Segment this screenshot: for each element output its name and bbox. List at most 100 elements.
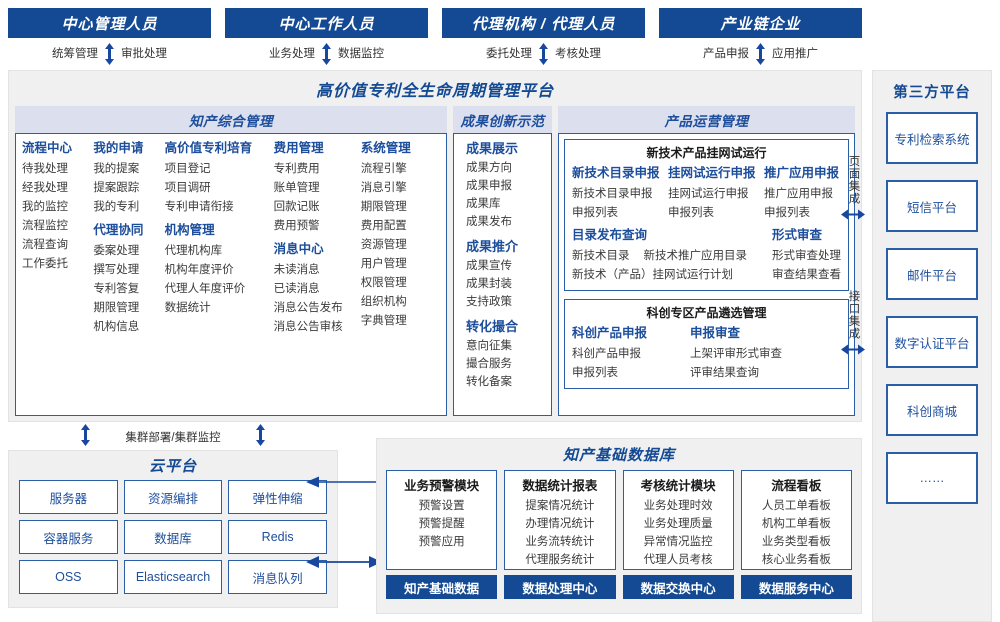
menu-item[interactable]: 流程引擎 bbox=[360, 163, 407, 175]
menu-item[interactable]: 提案跟踪 bbox=[93, 182, 140, 194]
kdb-item[interactable]: 预警设置 bbox=[418, 500, 465, 512]
kdb-item[interactable]: 办理情况统计 bbox=[525, 518, 595, 530]
menu-item[interactable]: 项目登记 bbox=[164, 163, 211, 175]
third-party-item-6[interactable]: …… bbox=[886, 452, 978, 504]
menu-item[interactable]: 我的监控 bbox=[22, 201, 68, 213]
menu-item[interactable]: 委案处理 bbox=[93, 245, 140, 257]
kdb-item[interactable]: 代理服务统计 bbox=[525, 554, 595, 566]
menu-item[interactable]: 申报列表 bbox=[572, 367, 618, 379]
menu-item[interactable]: 申报列表 bbox=[668, 207, 714, 219]
menu-item[interactable]: 成果封装 bbox=[466, 278, 512, 290]
kdb-item[interactable]: 人员工单看板 bbox=[761, 500, 831, 512]
kdb-footer[interactable]: 数据处理中心 bbox=[504, 575, 616, 599]
menu-item[interactable]: 新技术推广应用目录 bbox=[643, 250, 748, 262]
menu-item[interactable]: 专利申请衔接 bbox=[164, 201, 234, 213]
menu-item[interactable]: 成果发布 bbox=[466, 216, 512, 228]
third-party-item-5[interactable]: 科创商城 bbox=[886, 384, 978, 436]
cloud-cell-7[interactable]: OSS bbox=[19, 560, 118, 594]
menu-item[interactable]: 用户管理 bbox=[360, 258, 407, 270]
menu-item[interactable]: 待我处理 bbox=[22, 163, 68, 175]
kdb-item[interactable]: 核心业务看板 bbox=[761, 554, 831, 566]
cloud-cell-8[interactable]: Elasticsearch bbox=[123, 560, 223, 594]
menu-item[interactable]: 组织机构 bbox=[360, 296, 407, 308]
menu-item[interactable]: 我的提案 bbox=[93, 163, 140, 175]
menu-item[interactable]: 代理人年度评价 bbox=[164, 283, 246, 295]
kdb-item[interactable]: 业务流转统计 bbox=[525, 536, 595, 548]
menu-item[interactable]: 机构年度评价 bbox=[164, 264, 234, 276]
cloud-cell-1[interactable]: 服务器 bbox=[19, 480, 118, 514]
menu-item[interactable]: 转化备案 bbox=[466, 376, 512, 388]
menu-item[interactable]: 已读消息 bbox=[273, 283, 320, 295]
kdb-item[interactable]: 提案情况统计 bbox=[525, 500, 595, 512]
menu-item[interactable]: 消息引擎 bbox=[360, 182, 407, 194]
kdb-item[interactable]: 机构工单看板 bbox=[761, 518, 831, 530]
menu-item[interactable]: 成果宣传 bbox=[466, 260, 512, 272]
menu-item[interactable]: 审查结果查看 bbox=[772, 269, 841, 281]
menu-item[interactable]: 代理机构库 bbox=[164, 245, 223, 257]
cloud-cell-5[interactable]: 数据库 bbox=[123, 520, 223, 554]
kdb-item[interactable]: 业务类型看板 bbox=[761, 536, 831, 548]
menu-item[interactable]: 资源管理 bbox=[360, 239, 407, 251]
menu-item[interactable]: 撰写处理 bbox=[93, 264, 140, 276]
menu-item[interactable]: 费用配置 bbox=[360, 220, 407, 232]
menu-item[interactable]: 工作委托 bbox=[22, 258, 68, 270]
zhichan-column-5: 系统管理流程引擎消息引擎期限管理费用配置资源管理用户管理权限管理组织机构字典管理 bbox=[361, 140, 440, 337]
menu-item[interactable]: 消息公告发布 bbox=[273, 302, 343, 314]
menu-item[interactable]: 费用预警 bbox=[273, 220, 320, 232]
menu-item[interactable]: 上架评审形式审查 bbox=[690, 348, 782, 360]
menu-item[interactable]: 成果方向 bbox=[466, 162, 512, 174]
section-chanpin: 产品运营管理 新技术产品挂网试运行 新技术目录申报新技术目录申报申报列表挂网试运… bbox=[558, 106, 855, 416]
menu-item[interactable]: 消息公告审核 bbox=[273, 321, 343, 333]
menu-item[interactable]: 账单管理 bbox=[273, 182, 320, 194]
menu-item[interactable]: 支持政策 bbox=[466, 296, 512, 308]
menu-item[interactable]: 新技术（产品）挂网试运行计划 bbox=[572, 269, 733, 281]
menu-item[interactable]: 新技术目录 bbox=[572, 250, 630, 262]
menu-item[interactable]: 数据统计 bbox=[164, 302, 211, 314]
kdb-footer[interactable]: 知产基础数据 bbox=[386, 575, 498, 599]
menu-item[interactable]: 机构信息 bbox=[93, 321, 140, 333]
cloud-cell-6[interactable]: Redis bbox=[228, 520, 327, 554]
kdb-item[interactable]: 预警提醒 bbox=[418, 518, 465, 530]
menu-item[interactable]: 形式审查处理 bbox=[772, 250, 841, 262]
menu-item[interactable]: 撮合服务 bbox=[466, 358, 512, 370]
third-party-item-2[interactable]: 短信平台 bbox=[886, 180, 978, 232]
menu-item[interactable]: 成果库 bbox=[466, 198, 501, 210]
cloud-cell-9[interactable]: 消息队列 bbox=[228, 560, 327, 594]
kdb-item[interactable]: 异常情况监控 bbox=[643, 536, 713, 548]
menu-item[interactable]: 经我处理 bbox=[22, 182, 68, 194]
menu-item[interactable]: 未读消息 bbox=[273, 264, 320, 276]
menu-item[interactable]: 我的专利 bbox=[93, 201, 140, 213]
menu-item[interactable]: 项目调研 bbox=[164, 182, 211, 194]
menu-item[interactable]: 期限管理 bbox=[360, 201, 407, 213]
cloud-cell-2[interactable]: 资源编排 bbox=[123, 480, 223, 514]
menu-item[interactable]: 评审结果查询 bbox=[690, 367, 759, 379]
third-party-item-3[interactable]: 邮件平台 bbox=[886, 248, 978, 300]
kdb-footer[interactable]: 数据交换中心 bbox=[622, 575, 734, 599]
cloud-cell-4[interactable]: 容器服务 bbox=[19, 520, 118, 554]
menu-item[interactable]: 意向征集 bbox=[466, 340, 512, 352]
group-title: 目录发布查询 bbox=[572, 228, 648, 242]
menu-item[interactable]: 专利费用 bbox=[273, 163, 320, 175]
menu-item[interactable]: 申报列表 bbox=[572, 207, 618, 219]
menu-item[interactable]: 回款记账 bbox=[273, 201, 320, 213]
menu-item[interactable]: 流程监控 bbox=[22, 220, 68, 232]
menu-item[interactable]: 流程查询 bbox=[22, 239, 68, 251]
menu-item[interactable]: 成果申报 bbox=[466, 180, 512, 192]
menu-item[interactable]: 科创产品申报 bbox=[572, 348, 641, 360]
kdb-footer[interactable]: 数据服务中心 bbox=[740, 575, 852, 599]
menu-item[interactable]: 新技术目录申报 bbox=[572, 188, 653, 200]
kdb-item[interactable]: 业务处理时效 bbox=[643, 500, 713, 512]
menu-item[interactable]: 权限管理 bbox=[360, 277, 407, 289]
kdb-item[interactable]: 预警应用 bbox=[418, 536, 465, 548]
menu-item[interactable]: 挂网试运行申报 bbox=[668, 188, 749, 200]
menu-item[interactable]: 专利答复 bbox=[93, 283, 140, 295]
third-party-item-1[interactable]: 专利检索系统 bbox=[886, 112, 978, 164]
kdb-item[interactable]: 代理人员考核 bbox=[643, 554, 713, 566]
menu-item[interactable]: 字典管理 bbox=[360, 315, 407, 327]
kdb-item[interactable]: 业务处理质量 bbox=[643, 518, 713, 530]
cloud-cell-3[interactable]: 弹性伸缩 bbox=[228, 480, 327, 514]
menu-item[interactable]: 推广应用申报 bbox=[764, 188, 833, 200]
menu-item[interactable]: 申报列表 bbox=[764, 207, 810, 219]
third-party-item-4[interactable]: 数字认证平台 bbox=[886, 316, 978, 368]
menu-item[interactable]: 期限管理 bbox=[93, 302, 140, 314]
